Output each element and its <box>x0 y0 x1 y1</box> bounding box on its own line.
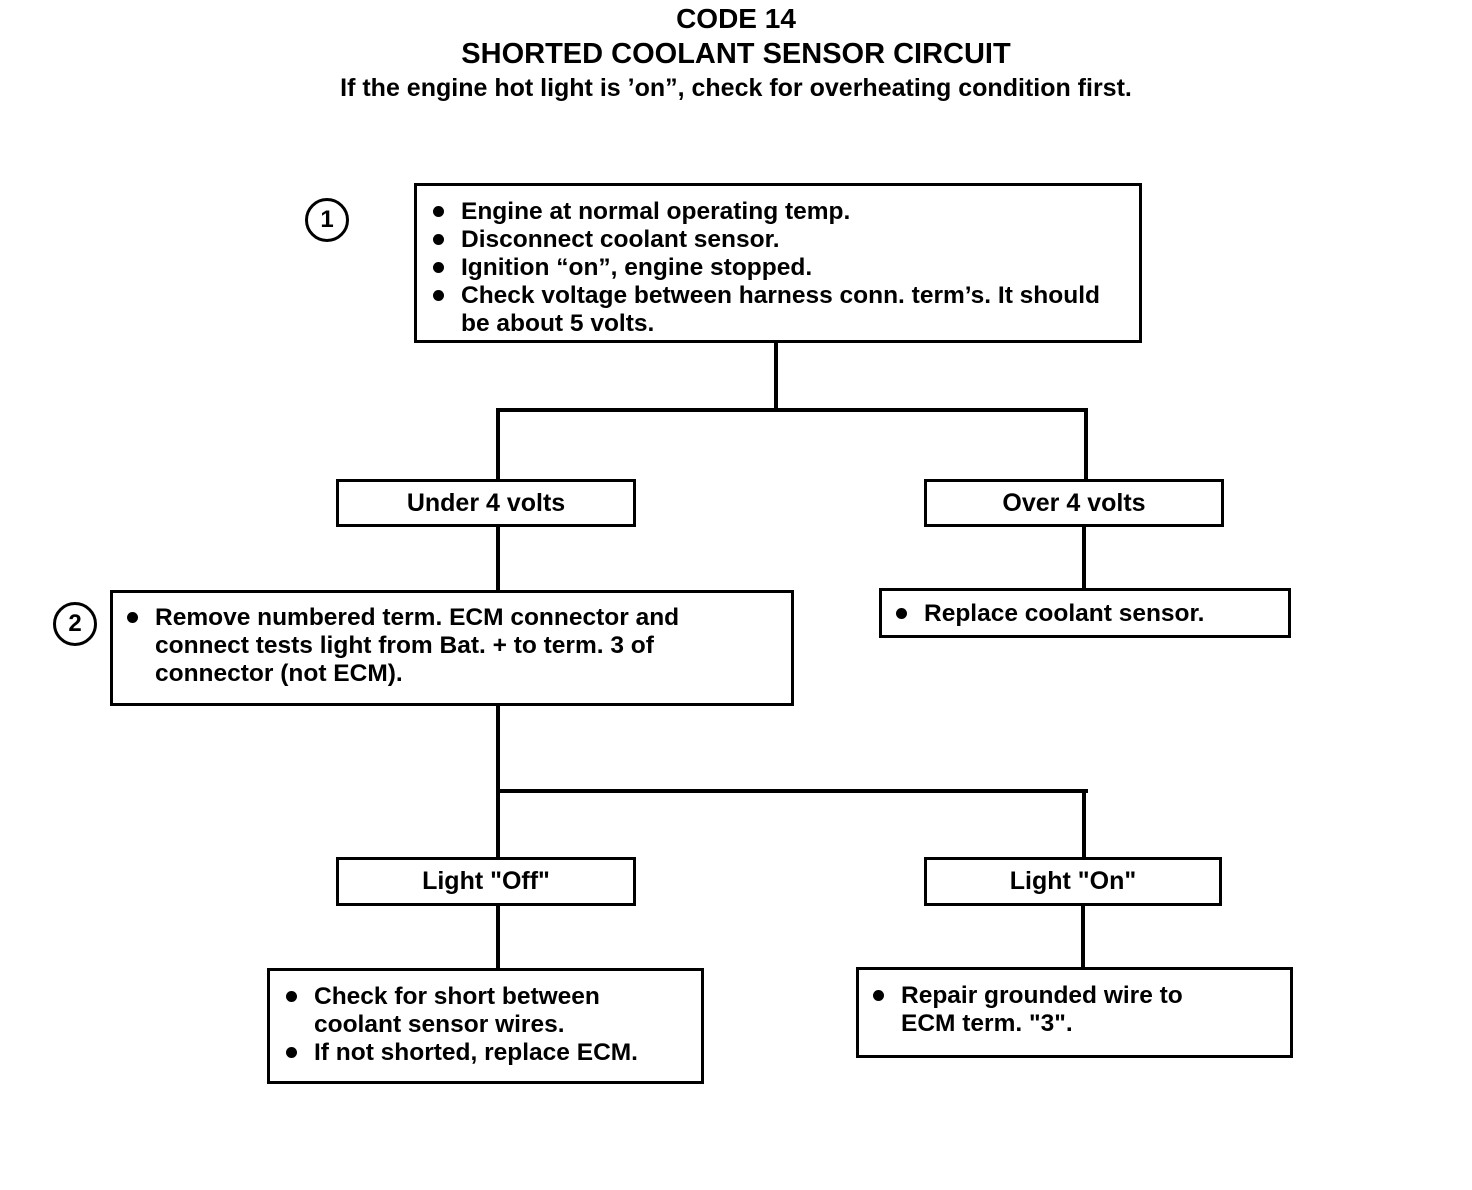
replace-sensor-item: Replace coolant sensor. <box>894 600 1278 628</box>
repair-wire-box: Repair grounded wire to ECM term. "3". <box>856 967 1293 1058</box>
page-note: If the engine hot light is ’on”, check f… <box>340 74 1132 102</box>
code-title: CODE 14 <box>676 3 796 34</box>
connector-branch1-horizontal <box>496 408 1088 412</box>
light-on-box: Light "On" <box>924 857 1222 906</box>
connector-branch2-horizontal <box>496 789 1088 793</box>
step-1-item: Ignition “on”, engine stopped. <box>431 254 1127 282</box>
step-1-item: Disconnect coolant sensor. <box>431 226 1127 254</box>
under-4-volts-box: Under 4 volts <box>336 479 636 527</box>
step-1-marker: 1 <box>305 198 349 242</box>
connector-light-on-to-action <box>1081 903 1085 971</box>
step-1-box: Engine at normal operating temp. Disconn… <box>414 183 1142 343</box>
step-2-item: Remove numbered term. ECM connector and … <box>125 604 755 688</box>
page-title: SHORTED COOLANT SENSOR CIRCUIT <box>461 38 1011 70</box>
connector-to-over4 <box>1084 408 1088 481</box>
over-4-volts-box: Over 4 volts <box>924 479 1224 527</box>
step-2-box: Remove numbered term. ECM connector and … <box>110 590 794 706</box>
check-short-item: If not shorted, replace ECM. <box>284 1039 691 1067</box>
connector-step1-down <box>774 341 778 412</box>
connector-under4-to-step2 <box>496 524 500 592</box>
connector-step2-down <box>496 703 500 859</box>
check-short-item: Check for short between coolant sensor w… <box>284 983 644 1039</box>
connector-to-light-on <box>1082 789 1086 859</box>
connector-over4-to-replace <box>1082 524 1086 590</box>
connector-light-off-to-action <box>496 903 500 971</box>
step-2-marker: 2 <box>53 602 97 646</box>
step-1-item: Engine at normal operating temp. <box>431 198 1127 226</box>
step-1-item: Check voltage between harness conn. term… <box>431 282 1101 338</box>
light-off-box: Light "Off" <box>336 857 636 906</box>
connector-to-under4 <box>496 408 500 481</box>
repair-wire-item: Repair grounded wire to ECM term. "3". <box>871 982 1231 1038</box>
replace-sensor-box: Replace coolant sensor. <box>879 588 1291 638</box>
check-short-box: Check for short between coolant sensor w… <box>267 968 704 1084</box>
